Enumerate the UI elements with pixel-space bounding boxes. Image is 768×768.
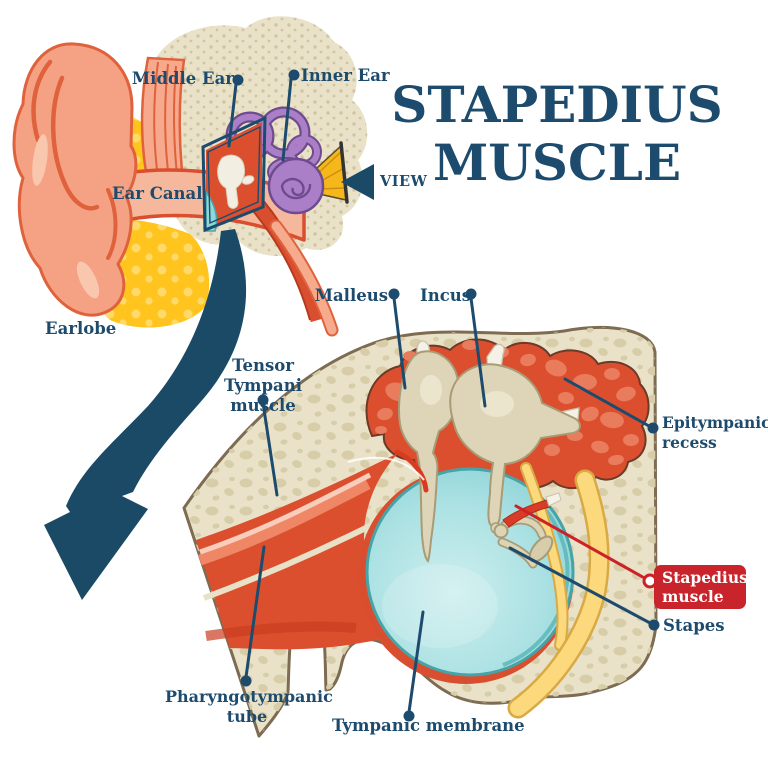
middle-ear-detail-illustration (182, 326, 658, 738)
overview-muscle-band (140, 56, 188, 205)
label-stapedius-muscle-badge: Stapedius muscle (654, 565, 748, 609)
epitympanic-leader (563, 377, 659, 434)
malleus-leader (388, 288, 407, 390)
zoom-arrow (44, 229, 247, 600)
ear-overview-illustration (12, 16, 368, 337)
middle-ear-leader (227, 74, 244, 148)
label-ear-canal: Ear Canal (112, 184, 203, 203)
incus-leader (465, 288, 487, 408)
label-stapes: Stapes (663, 616, 725, 635)
pharyngotympanic-leader (240, 545, 266, 687)
leader-lines (227, 69, 660, 722)
label-middle-ear: Middle Ear (131, 69, 234, 88)
pharyngotympanic-tube-shape (196, 453, 398, 650)
overview-eustachian-tube (248, 197, 339, 337)
inner-ear-leader (281, 69, 300, 162)
label-epitympanic-recess: Epitympanic recess (662, 413, 768, 452)
page-title: STAPEDIUS MUSCLE (391, 75, 723, 192)
malleus-bone (398, 350, 460, 563)
tympanic-membrane-leader (403, 610, 425, 722)
label-view: VIEW (380, 173, 428, 190)
label-malleus: Malleus (314, 286, 388, 305)
overview-pinna (12, 42, 138, 317)
label-tympanic-membrane: Tympanic membrane (332, 716, 525, 735)
label-tensor-tympani: Tensor Tympani muscle (223, 356, 302, 415)
tensor-tympani-leader (257, 394, 279, 497)
incus-bone (449, 363, 581, 528)
label-pharyngotympanic-tube: Pharyngotympanic tube (165, 687, 333, 726)
nerves (507, 462, 610, 719)
view-arrow-icon (341, 164, 374, 200)
label-inner-ear: Inner Ear (301, 66, 390, 85)
label-earlobe: Earlobe (45, 319, 117, 338)
tensor-tympani-tendon (347, 449, 429, 493)
label-incus: Incus (420, 286, 472, 305)
overview-middle-ear-box (201, 115, 267, 233)
stapes-leader (508, 546, 660, 631)
